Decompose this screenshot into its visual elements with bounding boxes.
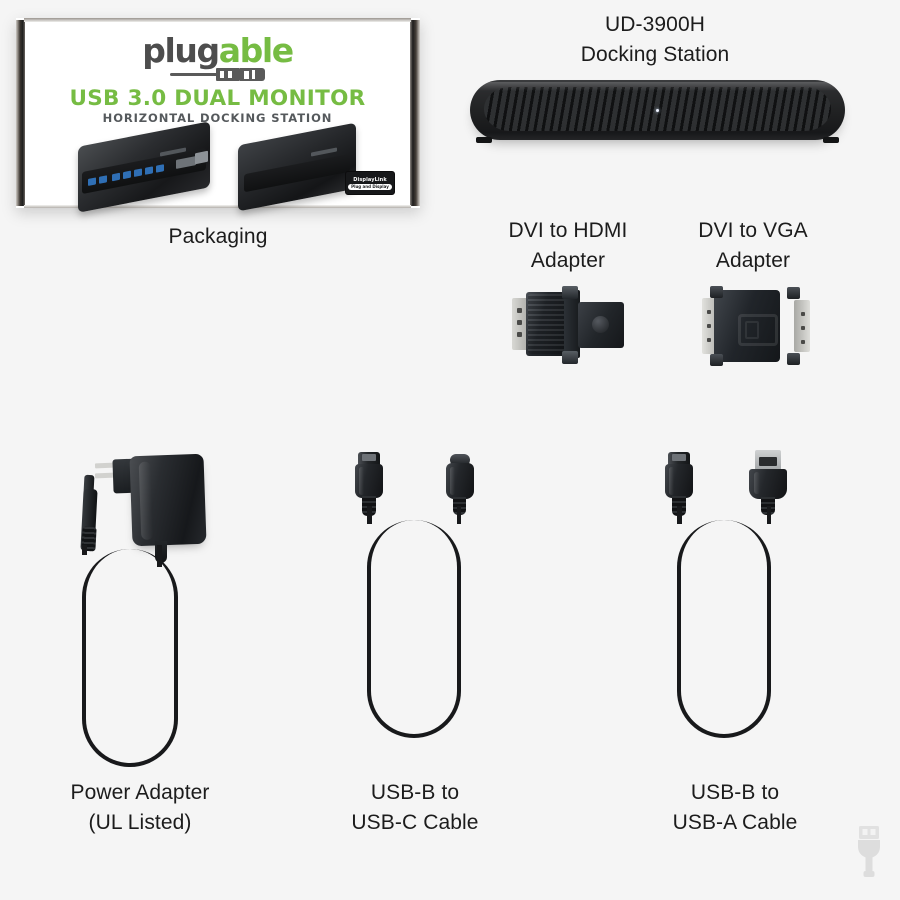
- box-right-edge: [410, 20, 420, 206]
- usb-a-connector: [747, 450, 789, 515]
- dvi-connector-grip: [528, 294, 564, 354]
- docking-station-image: [470, 80, 845, 143]
- box-top-edge: [24, 18, 411, 22]
- usb-c-cable-loop: [367, 520, 461, 738]
- box-dock-image-rear: [238, 122, 356, 212]
- power-cable-loop: [82, 549, 178, 767]
- usb-c-cable-right-leg: [456, 506, 461, 524]
- caption-usb-b-to-usb-c-cable: USB-B to USB-C Cable: [351, 781, 479, 834]
- plug-wire: [169, 73, 218, 76]
- usb-b-connector-c-cable: [353, 452, 385, 516]
- usb-b-connector-head: [358, 452, 380, 466]
- usb-b-connector-a-cable: [663, 452, 695, 516]
- plug-body: [215, 68, 240, 81]
- caption-dvi-hdmi-adapter: DVI to HDMI Adapter: [508, 219, 628, 272]
- displaylink-badge: DisplayLink Plug and Display: [345, 171, 395, 195]
- box-dock-image-front: [78, 121, 210, 213]
- usb-plug-watermark-icon: [854, 826, 884, 878]
- power-adapter-brick: [129, 453, 207, 547]
- usb-b-connector-body: [355, 464, 383, 498]
- usb-a-connector-tip: [755, 450, 781, 472]
- docking-station-foot-left: [476, 137, 492, 143]
- box-subtitle: HORIZONTAL DOCKING STATION: [102, 111, 333, 125]
- caption-dvi-vga-adapter: DVI to VGA Adapter: [698, 219, 808, 272]
- displaylink-badge-line2: Plug and Display: [348, 183, 392, 190]
- usb-c-cable-left-leg: [367, 506, 372, 524]
- usb-b-connector-body-2: [665, 464, 693, 498]
- caption-power-adapter: Power Adapter (UL Listed): [70, 781, 210, 834]
- brand-wordmark-prefix: plug: [142, 31, 220, 70]
- brand-wordmark-suffix: able: [218, 31, 294, 70]
- docking-station-highlight: [474, 82, 841, 91]
- power-cable-left-leg: [82, 545, 87, 555]
- dvi-connector-pins: [512, 298, 530, 350]
- adapter-mid-section: [564, 290, 580, 358]
- usb-a-cable-loop: [677, 520, 771, 738]
- box-front-face: plugable USB 3.0 DUAL MONITOR HORIZONTAL…: [26, 22, 409, 213]
- dvi-connector-shell: [526, 292, 566, 356]
- vga-adapter-vga-end: [794, 300, 810, 352]
- usb-a-connector-body: [749, 469, 787, 499]
- vga-adapter-body: [714, 290, 780, 362]
- usb-b-connector-head-2: [668, 452, 690, 466]
- usb-a-cable-left-leg: [677, 506, 682, 524]
- caption-usb-b-to-usb-a-cable: USB-B to USB-A Cable: [672, 781, 798, 834]
- box-title: USB 3.0 DUAL MONITOR: [69, 86, 366, 111]
- docking-station-body: [470, 80, 845, 140]
- box-shell: plugable USB 3.0 DUAL MONITOR HORIZONTAL…: [16, 18, 420, 213]
- usb-plug-logo-icon: [169, 68, 266, 81]
- caption-packaging: Packaging: [168, 225, 268, 248]
- displaylink-badge-line1: DisplayLink: [353, 176, 387, 183]
- plug-head: [239, 68, 265, 81]
- usb-c-connector: [441, 454, 477, 515]
- power-led-indicator: [656, 108, 659, 112]
- vga-adapter-emboss: [738, 314, 778, 346]
- vga-thumbscrew-top-left: [710, 286, 723, 298]
- vga-thumbscrew-bottom-left: [710, 354, 723, 366]
- thumbscrew-top: [562, 286, 578, 299]
- box-bottom-edge: [24, 205, 411, 208]
- box-left-edge: [16, 20, 25, 206]
- usb-c-connector-body: [446, 463, 474, 499]
- dvi-to-hdmi-adapter-image: [512, 286, 630, 364]
- vga-thumbscrew-bottom-right: [787, 353, 800, 365]
- power-adapter-image: [55, 445, 230, 775]
- packaging-box-image: plugable USB 3.0 DUAL MONITOR HORIZONTAL…: [16, 18, 420, 213]
- caption-docking-station: UD-3900H Docking Station: [580, 13, 730, 66]
- usb-b-to-usb-a-cable-image: [655, 448, 795, 748]
- vga-thumbscrew-top-right: [787, 287, 800, 299]
- power-cable-right-leg: [157, 545, 162, 567]
- usb-a-cable-right-leg: [766, 506, 771, 524]
- thumbscrew-bottom: [562, 351, 578, 364]
- docking-station-foot-right: [823, 137, 839, 143]
- hdmi-port-block: [578, 302, 624, 348]
- usb-b-to-usb-c-cable-image: [345, 448, 485, 748]
- plugable-logo: plugable: [26, 34, 409, 81]
- brand-wordmark: plugable: [26, 34, 409, 67]
- dvi-to-vga-adapter-image: [702, 286, 810, 366]
